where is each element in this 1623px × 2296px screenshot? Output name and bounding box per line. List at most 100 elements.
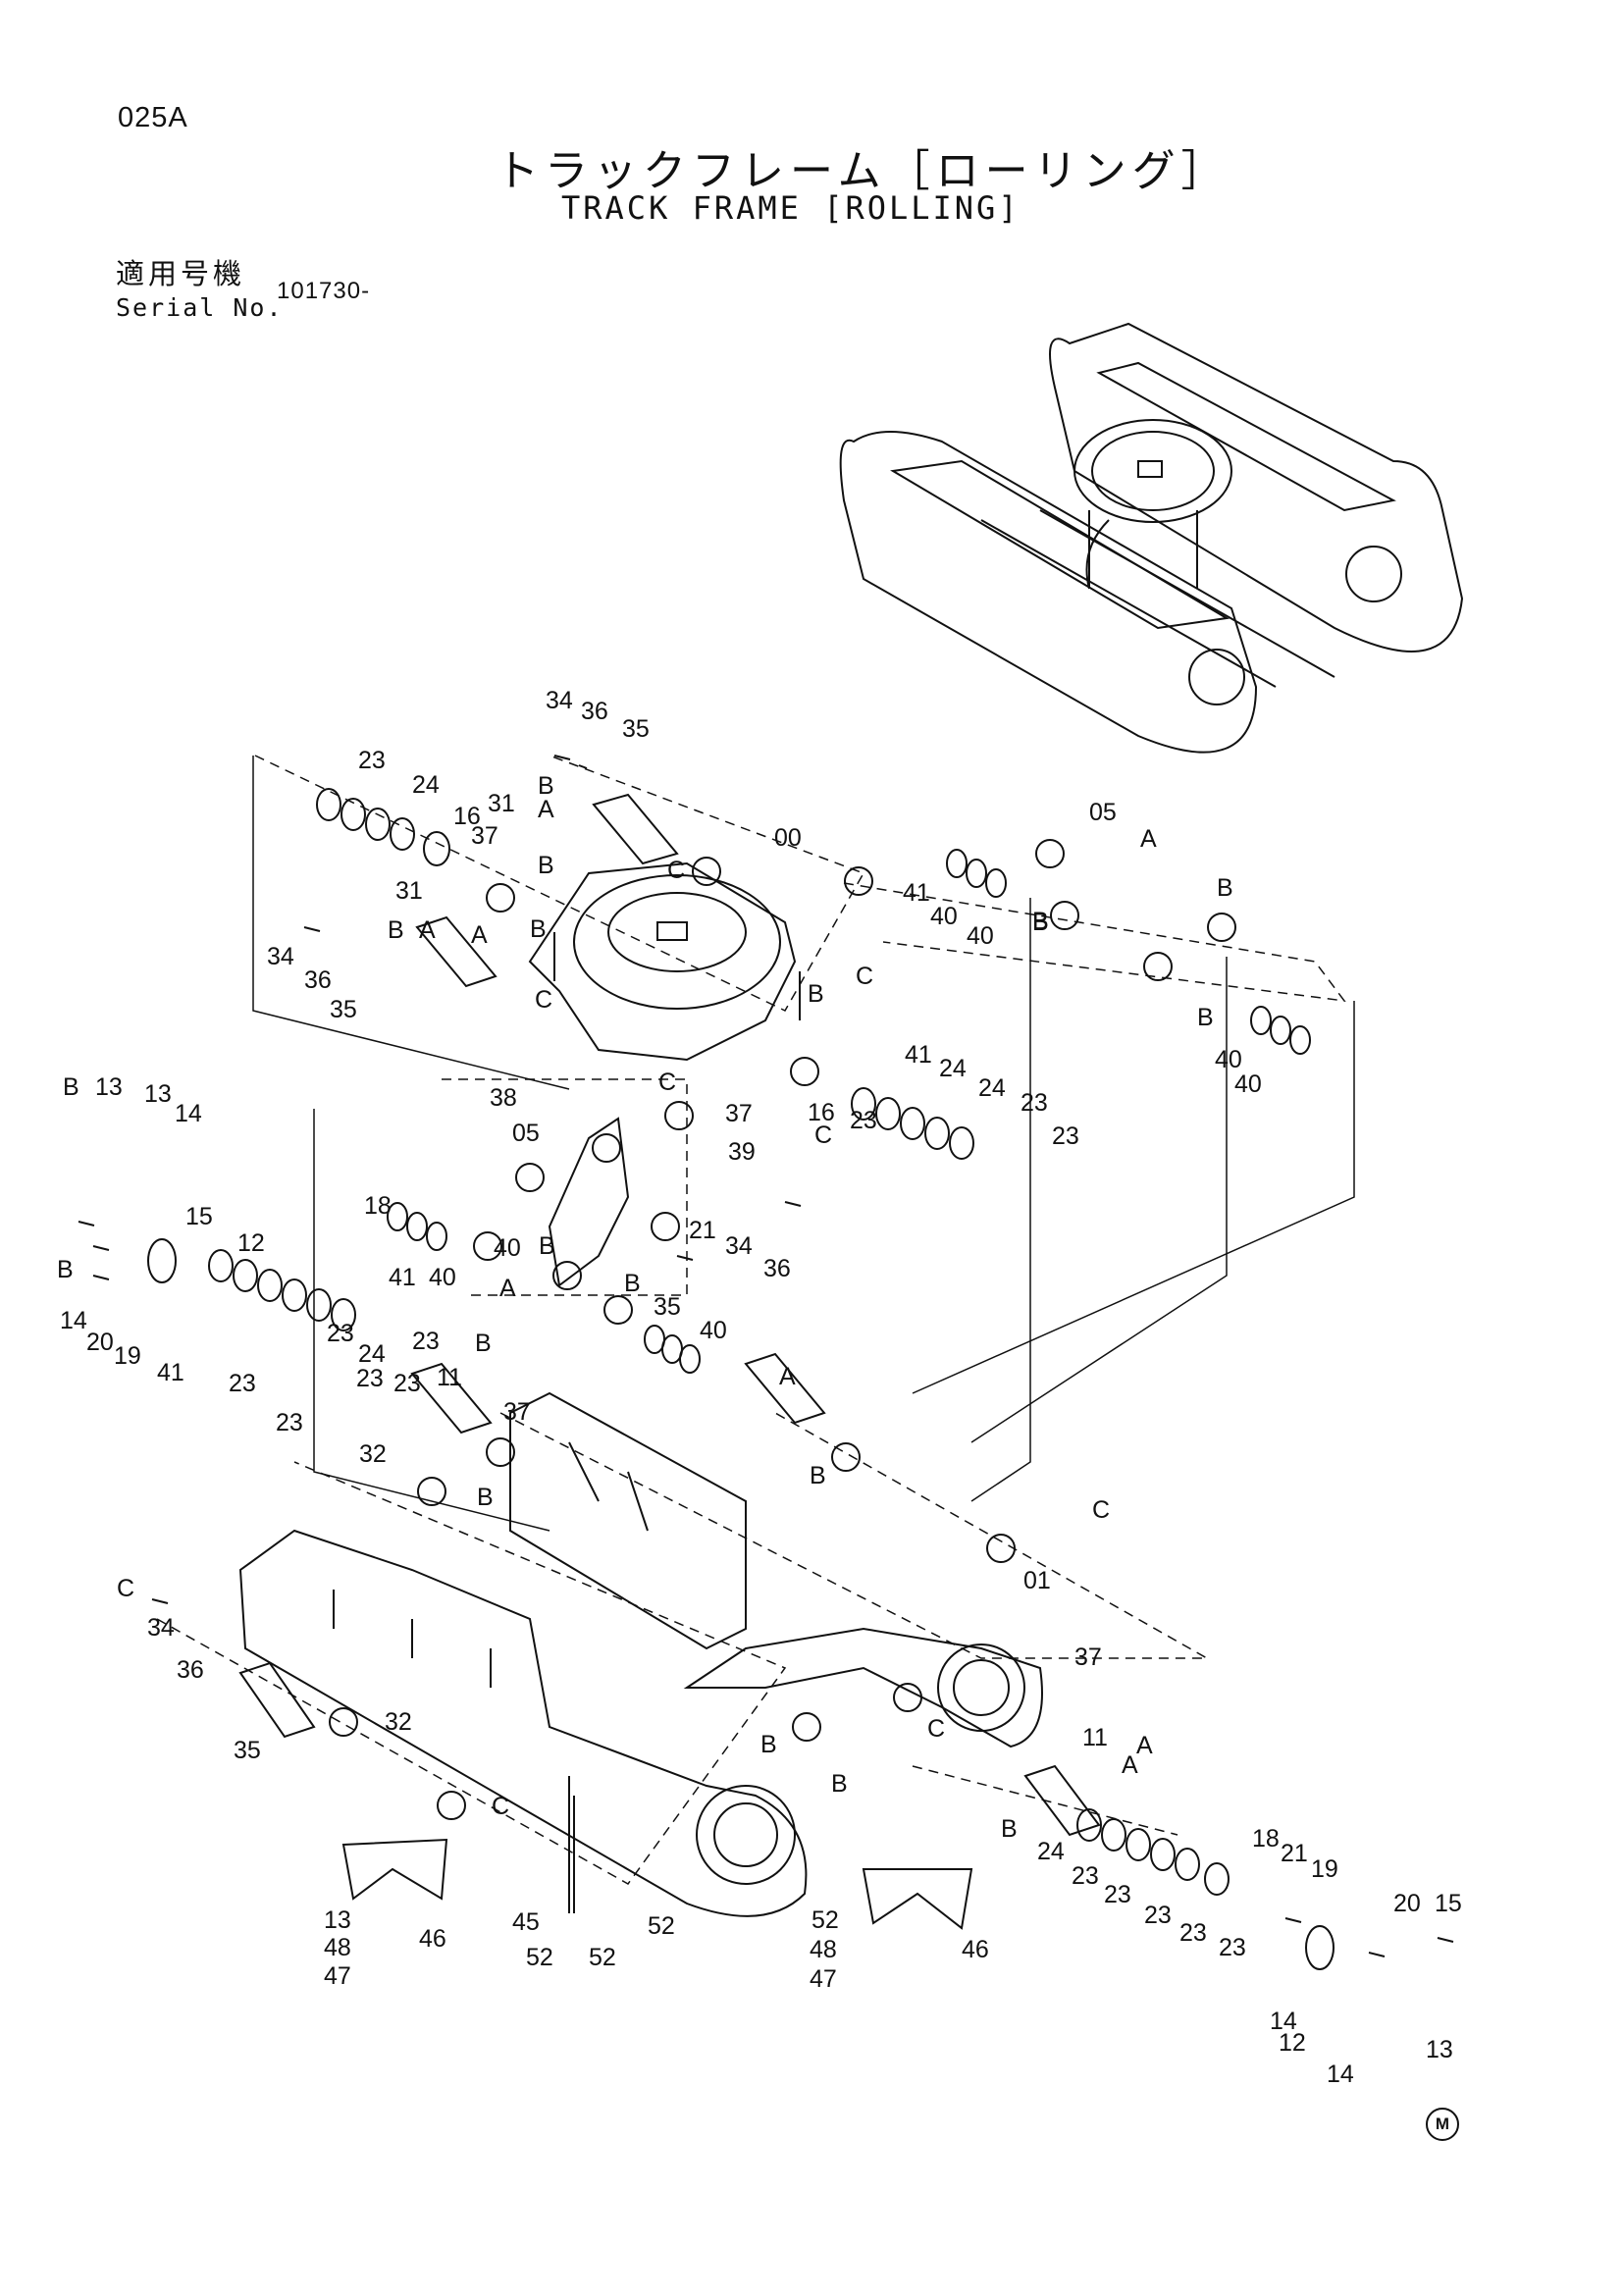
callout-label: 13 bbox=[95, 1073, 123, 1101]
callout-label: 23 bbox=[1052, 1122, 1079, 1150]
callout-label: 15 bbox=[1435, 1890, 1462, 1917]
serial-number: 101730- bbox=[277, 278, 371, 304]
callout-label: C bbox=[927, 1715, 945, 1743]
callout-label: 31 bbox=[395, 877, 423, 905]
callout-label: 20 bbox=[1393, 1890, 1421, 1917]
callout-label: 34 bbox=[546, 687, 573, 714]
callout-label: C bbox=[117, 1575, 134, 1602]
assembly-frame-lines bbox=[252, 756, 1355, 1532]
callout-label: 00 bbox=[774, 824, 802, 852]
callout-label: 05 bbox=[1089, 799, 1117, 826]
callout-label: 16 bbox=[453, 803, 481, 830]
callout-label: 14 bbox=[175, 1100, 202, 1127]
callout-label: C bbox=[535, 986, 552, 1014]
callout-label: 24 bbox=[1037, 1838, 1065, 1865]
callout-label: 47 bbox=[324, 1962, 351, 1990]
callout-label: B bbox=[539, 1232, 555, 1260]
callout-label: A bbox=[1122, 1751, 1138, 1779]
callout-label: A bbox=[538, 796, 554, 823]
callout-label: A bbox=[419, 916, 436, 944]
serial-label-japanese: 適用号機 bbox=[116, 259, 246, 290]
callout-label: 12 bbox=[1279, 2029, 1306, 2057]
callout-label: 13 bbox=[144, 1080, 172, 1108]
callout-label: B bbox=[1032, 909, 1049, 936]
callout-label: B bbox=[388, 916, 404, 944]
callout-label: 35 bbox=[654, 1293, 681, 1321]
serial-label-english: Serial No. bbox=[116, 293, 284, 322]
callout-label: 14 bbox=[1270, 2008, 1297, 2035]
callout-label: 34 bbox=[147, 1614, 175, 1642]
callout-label: 48 bbox=[810, 1936, 837, 1963]
callout-label: A bbox=[471, 921, 488, 949]
callout-label: 14 bbox=[60, 1307, 87, 1334]
callout-label: B bbox=[1217, 874, 1233, 902]
callout-label: 37 bbox=[503, 1398, 531, 1426]
callout-label: 47 bbox=[810, 1965, 837, 1993]
callout-label: B bbox=[63, 1073, 79, 1101]
callout-label: B bbox=[760, 1731, 777, 1758]
callout-label: 41 bbox=[389, 1264, 416, 1291]
corner-mark-badge: M bbox=[1426, 2108, 1459, 2141]
callout-label: 23 bbox=[358, 747, 386, 774]
title-english: TRACK FRAME [ROLLING] bbox=[561, 189, 1021, 227]
callout-label: 23 bbox=[1179, 1919, 1207, 1947]
callout-label: 52 bbox=[589, 1944, 616, 1971]
callout-label: 23 bbox=[1144, 1902, 1172, 1929]
callout-label: 05 bbox=[512, 1120, 540, 1147]
callout-label: 48 bbox=[324, 1934, 351, 1961]
callout-label: B bbox=[477, 1484, 494, 1511]
callout-label: B bbox=[1197, 1004, 1214, 1031]
callout-label: 37 bbox=[725, 1100, 753, 1127]
callout-label: B bbox=[810, 1462, 826, 1489]
callout-label: 19 bbox=[114, 1342, 141, 1370]
callout-label: 36 bbox=[304, 966, 332, 994]
callout-label: 23 bbox=[393, 1370, 421, 1397]
callout-label: 23 bbox=[229, 1370, 256, 1397]
callout-label: B bbox=[530, 915, 547, 943]
callout-label: C bbox=[492, 1793, 509, 1820]
callout-label: 24 bbox=[978, 1074, 1006, 1102]
callout-label: A bbox=[1136, 1732, 1153, 1759]
callout-label: 40 bbox=[967, 922, 994, 950]
callout-label: 41 bbox=[905, 1041, 932, 1069]
main-track-frame bbox=[238, 1391, 1043, 1917]
callout-label: 35 bbox=[330, 996, 357, 1023]
callout-label: 46 bbox=[962, 1936, 989, 1963]
callout-label: 40 bbox=[1215, 1046, 1242, 1073]
callout-label: 36 bbox=[581, 698, 608, 725]
callout-label: 40 bbox=[1234, 1070, 1262, 1098]
callout-label: 21 bbox=[1281, 1840, 1308, 1867]
callout-label: B bbox=[624, 1270, 641, 1297]
callout-label: 11 bbox=[1082, 1724, 1108, 1751]
callout-label: 41 bbox=[157, 1359, 184, 1386]
callout-label: 23 bbox=[276, 1409, 303, 1436]
callout-label: 32 bbox=[385, 1708, 412, 1736]
callout-label: 23 bbox=[1104, 1881, 1131, 1908]
callout-label: C bbox=[814, 1122, 832, 1149]
title-japanese: トラックフレーム［ローリング］ bbox=[496, 146, 1230, 196]
page-code: 025A bbox=[118, 102, 188, 133]
callout-label: 40 bbox=[700, 1317, 727, 1344]
callout-label: 35 bbox=[234, 1737, 261, 1764]
callout-label: 15 bbox=[185, 1203, 213, 1230]
callout-label: 41 bbox=[903, 879, 930, 907]
callout-label: 23 bbox=[1072, 1862, 1099, 1890]
callout-label: 45 bbox=[512, 1908, 540, 1936]
callout-label: 19 bbox=[1311, 1855, 1338, 1883]
callout-label: 23 bbox=[412, 1328, 440, 1355]
callout-label: 52 bbox=[648, 1912, 675, 1940]
callout-label: B bbox=[538, 852, 554, 879]
callout-label: B bbox=[57, 1256, 74, 1283]
callout-label: 21 bbox=[689, 1217, 716, 1244]
callout-label: 11 bbox=[437, 1364, 462, 1391]
callout-label: 18 bbox=[364, 1192, 392, 1220]
callout-label: 23 bbox=[356, 1365, 384, 1392]
callout-label: B bbox=[538, 772, 554, 800]
callout-label: 20 bbox=[86, 1329, 114, 1356]
callout-label: 24 bbox=[358, 1340, 386, 1368]
callout-label: 40 bbox=[429, 1264, 456, 1291]
callout-label: B bbox=[475, 1330, 492, 1357]
callout-label: A bbox=[1140, 825, 1157, 853]
callout-label: 23 bbox=[1219, 1934, 1246, 1961]
